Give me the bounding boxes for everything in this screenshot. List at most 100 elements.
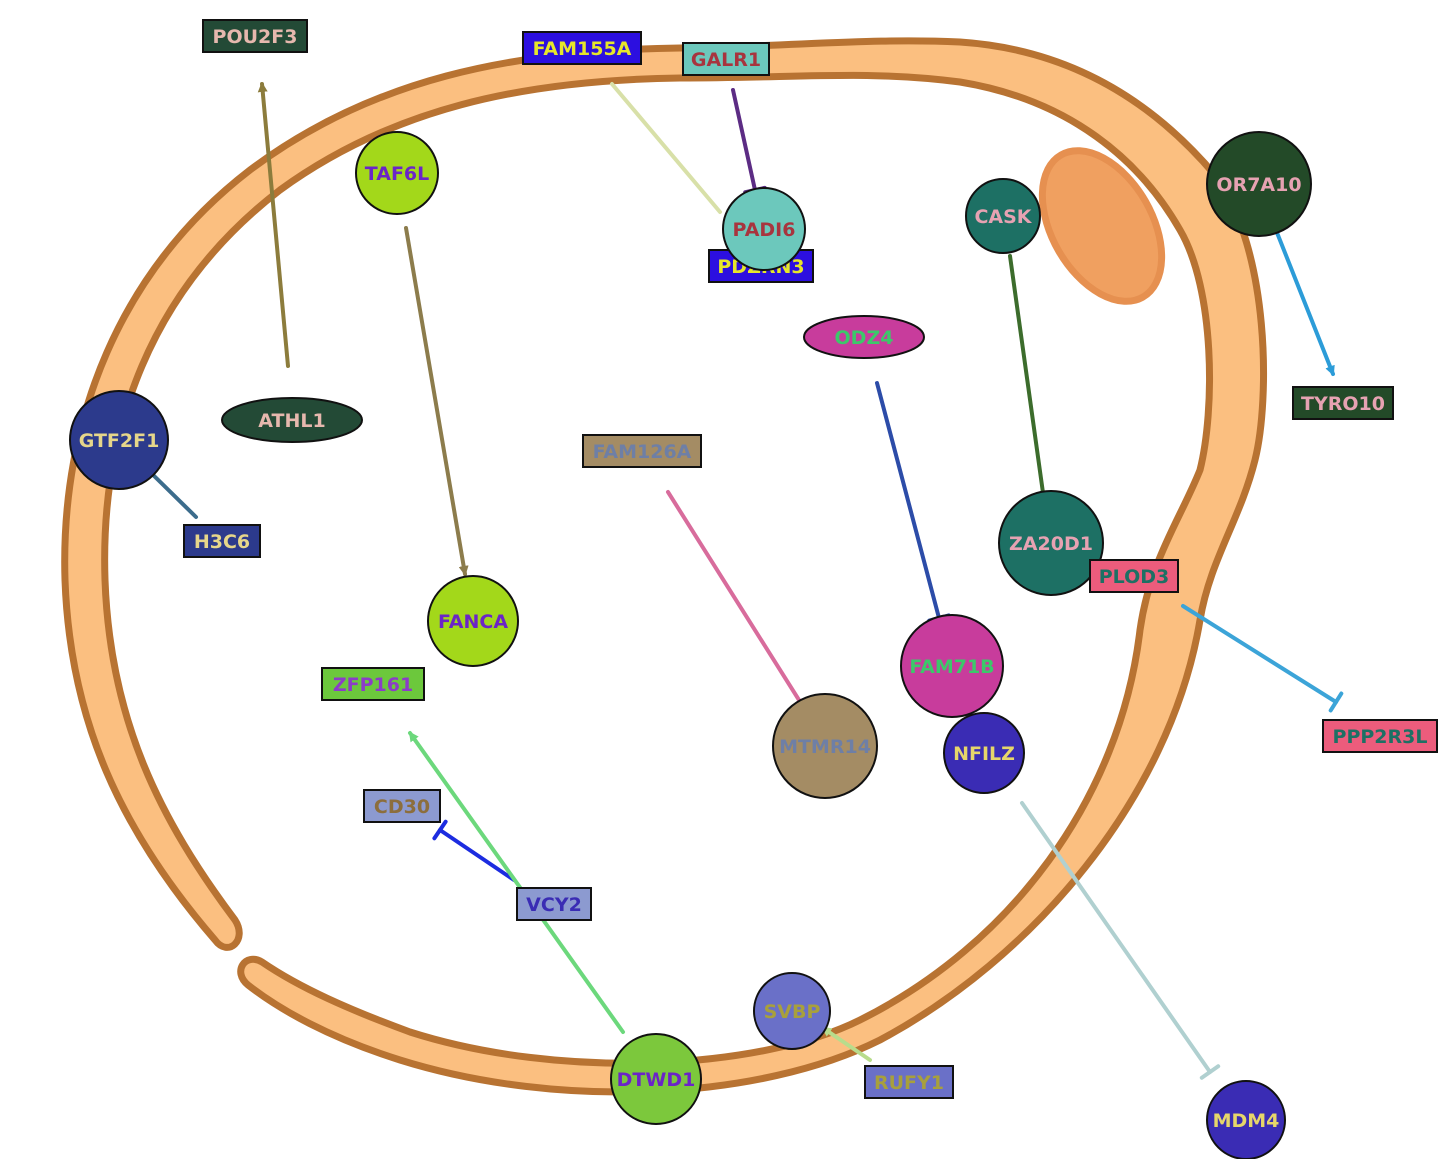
node-tyro10[interactable]: TYRO10: [1292, 386, 1394, 420]
node-fam126a-label: FAM126A: [593, 441, 692, 463]
node-taf6l-label: TAF6L: [365, 163, 430, 185]
node-galr1-label: GALR1: [691, 49, 761, 71]
node-ppp2r3l-label: PPP2R3L: [1333, 726, 1428, 748]
node-mtmr14[interactable]: MTMR14: [772, 693, 878, 799]
edge-fam155a-padi6: [610, 82, 722, 214]
node-dtwd1-label: DTWD1: [617, 1069, 696, 1091]
node-vcy2-label: VCY2: [526, 894, 582, 916]
node-galr1-shape: [682, 42, 770, 76]
node-gtf2f1-label: GTF2F1: [79, 430, 160, 452]
node-padi6-shape: [722, 187, 806, 271]
node-mdm4[interactable]: MDM4: [1206, 1080, 1286, 1160]
node-ppp2r3l-shape: [1322, 719, 1438, 753]
node-fanca[interactable]: FANCA: [427, 575, 519, 667]
node-fam71b-shape: [900, 614, 1004, 718]
node-mtmr14-shape: [772, 693, 878, 799]
node-pou2f3-label: POU2F3: [213, 26, 298, 48]
node-fam155a-shape: [522, 31, 642, 65]
edge-odz4-fam71b: [875, 381, 941, 620]
edge-taf6l-fanca: [404, 226, 469, 576]
node-fam71b[interactable]: FAM71B: [900, 614, 1004, 718]
node-taf6l-shape: [355, 131, 439, 215]
node-h3c6-shape: [183, 524, 261, 558]
node-cask-shape: [965, 178, 1041, 254]
node-fanca-label: FANCA: [438, 611, 508, 633]
node-fam126a[interactable]: FAM126A: [582, 434, 702, 468]
node-padi6-label: PADI6: [733, 219, 796, 241]
node-ppp2r3l[interactable]: PPP2R3L: [1322, 719, 1438, 753]
edge-dtwd1-zfp161: [408, 731, 625, 1034]
node-athl1-label: ATHL1: [258, 410, 325, 432]
node-vcy2[interactable]: VCY2: [516, 887, 592, 921]
node-h3c6-label: H3C6: [194, 531, 250, 553]
node-dtwd1[interactable]: DTWD1: [610, 1033, 702, 1125]
node-plod3[interactable]: PLOD3: [1089, 559, 1179, 593]
node-h3c6[interactable]: H3C6: [183, 524, 261, 558]
node-or7a10[interactable]: OR7A10: [1206, 131, 1312, 237]
node-rufy1[interactable]: RUFY1: [864, 1065, 954, 1099]
node-plod3-label: PLOD3: [1099, 566, 1170, 588]
node-galr1[interactable]: GALR1: [682, 42, 770, 76]
node-fam71b-label: FAM71B: [909, 656, 994, 678]
node-athl1-shape: [221, 397, 363, 443]
node-mdm4-label: MDM4: [1213, 1110, 1280, 1132]
edge-plod3-ppp2r3l: [1181, 604, 1338, 704]
edge-vcy2-cd30-inhibit-bar: [432, 819, 448, 841]
node-plod3-shape: [1089, 559, 1179, 593]
edge-vcy2-cd30: [438, 828, 516, 882]
edge-galr1-padi6: [731, 88, 757, 192]
node-or7a10-shape: [1206, 131, 1312, 237]
node-cd30[interactable]: CD30: [363, 789, 441, 823]
node-fanca-shape: [427, 575, 519, 667]
node-fam155a[interactable]: FAM155A: [522, 31, 642, 65]
edge-rufy1-svbp: [821, 1026, 872, 1062]
node-odz4-label: ODZ4: [835, 327, 894, 349]
edge-nfilz-mdm4: [1020, 801, 1212, 1074]
node-nfilz-label: NFILZ: [953, 743, 1015, 765]
node-svbp[interactable]: SVBP: [753, 972, 831, 1050]
node-fam155a-label: FAM155A: [533, 38, 632, 60]
node-athl1[interactable]: ATHL1: [221, 397, 363, 443]
node-rufy1-shape: [864, 1065, 954, 1099]
edge-h3c6-gtf2f1: [144, 466, 198, 519]
node-za20d1[interactable]: ZA20D1: [998, 490, 1104, 596]
node-za20d1-shape: [998, 490, 1104, 596]
node-zfp161-shape: [321, 667, 425, 701]
node-cd30-shape: [363, 789, 441, 823]
node-or7a10-label: OR7A10: [1216, 174, 1301, 196]
node-odz4[interactable]: ODZ4: [803, 315, 925, 359]
node-pou2f3[interactable]: POU2F3: [202, 19, 308, 53]
edge-fam126a-mtmr14: [666, 490, 806, 710]
edge-or7a10-tyro10: [1270, 218, 1335, 376]
node-taf6l[interactable]: TAF6L: [355, 131, 439, 215]
node-dtwd1-shape: [610, 1033, 702, 1125]
node-cask[interactable]: CASK: [965, 178, 1041, 254]
node-svbp-shape: [753, 972, 831, 1050]
node-padi6[interactable]: PADI6: [722, 187, 806, 271]
node-nfilz[interactable]: NFILZ: [943, 712, 1025, 794]
edge-athl1-pou2f3: [257, 82, 290, 368]
node-gtf2f1[interactable]: GTF2F1: [69, 390, 169, 490]
node-fam126a-shape: [582, 434, 702, 468]
node-odz4-shape: [803, 315, 925, 359]
organelle: [1038, 147, 1166, 305]
node-rufy1-label: RUFY1: [874, 1072, 944, 1094]
node-nfilz-shape: [943, 712, 1025, 794]
node-cask-label: CASK: [974, 206, 1032, 228]
node-cd30-label: CD30: [374, 796, 430, 818]
nodes-layer: POU2F3FAM155AGALR1TAF6LPDZRN3PADI6CASKOR…: [69, 19, 1438, 1160]
edge-cask-za20d1: [1008, 254, 1048, 502]
node-mtmr14-label: MTMR14: [779, 736, 871, 758]
node-zfp161-label: ZFP161: [333, 674, 413, 696]
node-zfp161[interactable]: ZFP161: [321, 667, 425, 701]
node-gtf2f1-shape: [69, 390, 169, 490]
node-tyro10-label: TYRO10: [1301, 393, 1385, 415]
node-tyro10-shape: [1292, 386, 1394, 420]
node-pou2f3-shape: [202, 19, 308, 53]
node-svbp-label: SVBP: [764, 1001, 821, 1023]
edge-plod3-ppp2r3l-inhibit-bar: [1328, 691, 1344, 713]
node-vcy2-shape: [516, 887, 592, 921]
node-za20d1-label: ZA20D1: [1009, 533, 1093, 555]
